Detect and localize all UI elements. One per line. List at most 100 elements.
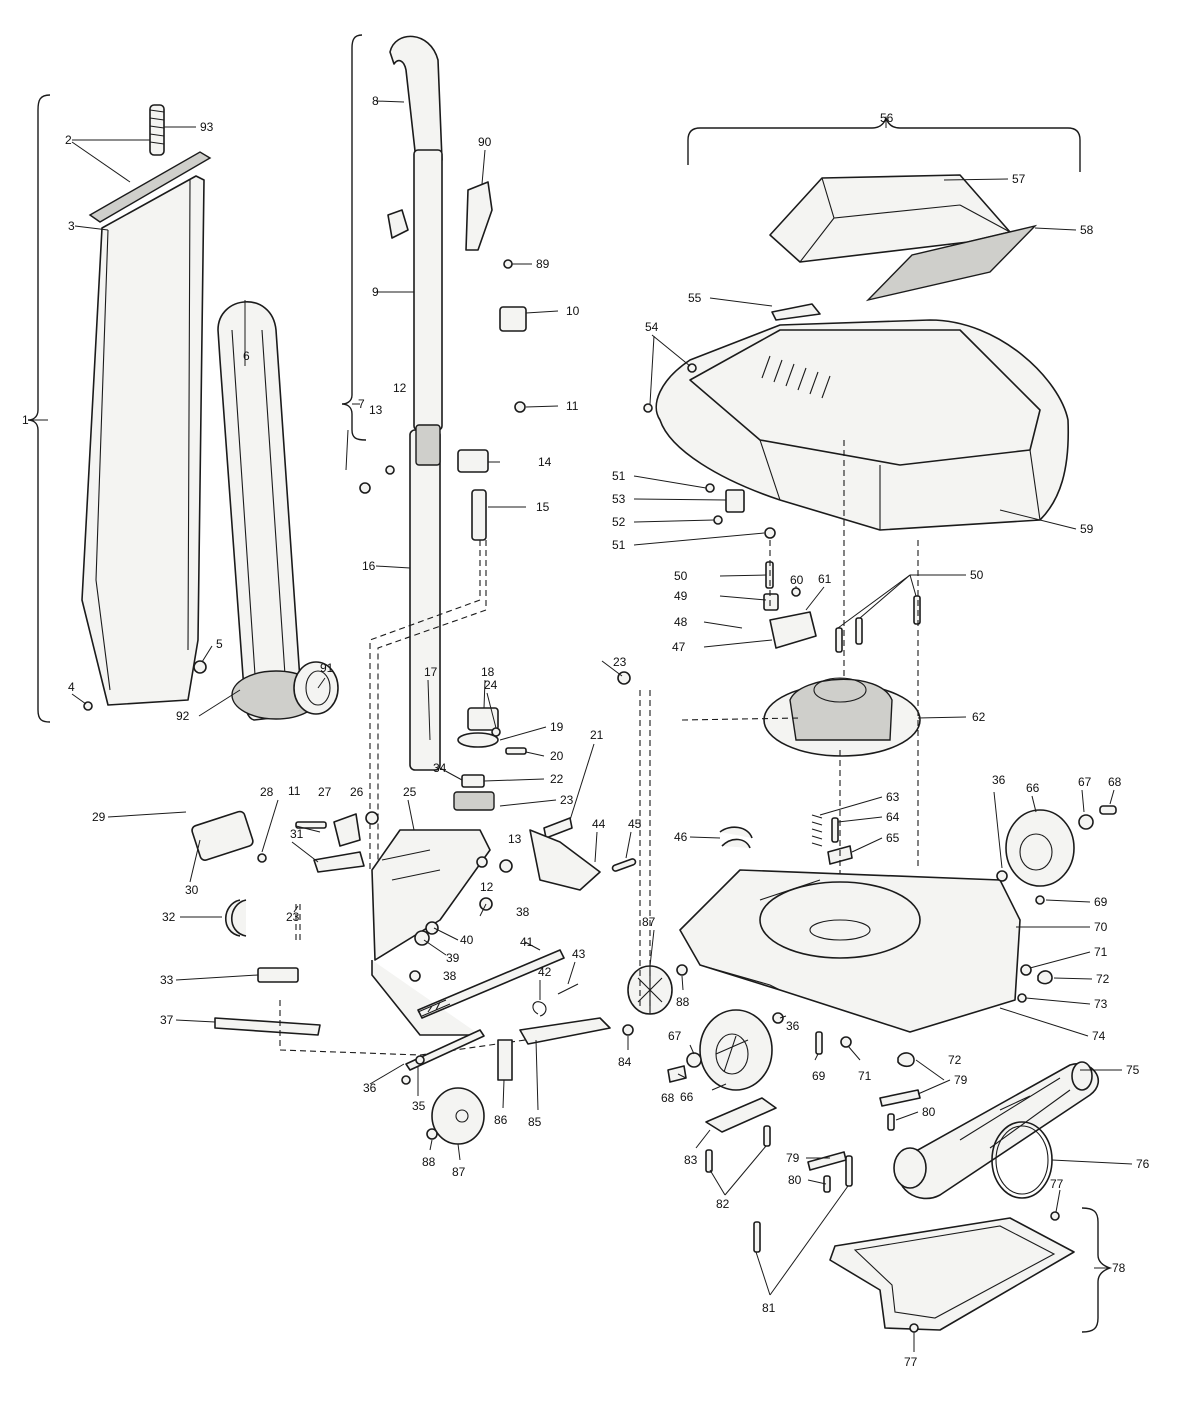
callout-1: 1: [22, 413, 29, 427]
callout-78: 78: [1112, 1261, 1126, 1275]
callout-80: 80: [922, 1105, 936, 1119]
callout-84: 84: [618, 1055, 632, 1069]
lockwasher-12: [385, 465, 395, 475]
callout-6: 6: [243, 349, 250, 363]
filter-58: [865, 224, 1038, 302]
washer-67a: [1078, 814, 1094, 830]
callout-59: 59: [1080, 522, 1094, 536]
clip-72a: [1037, 970, 1053, 985]
callout-71: 71: [1094, 945, 1108, 959]
clamp-46: [719, 826, 753, 849]
callout-69: 69: [1094, 895, 1108, 909]
agitator-group: [829, 1061, 1099, 1333]
screw-28: [257, 853, 267, 863]
callout-87: 87: [452, 1165, 466, 1179]
linkage-group: [401, 983, 921, 1253]
callout-49: 49: [674, 589, 688, 603]
brace-nozzle-assembly: [1081, 1207, 1113, 1333]
callout-48: 48: [674, 615, 688, 629]
hook-screw: [503, 259, 513, 269]
callout-14: 14: [538, 455, 552, 469]
callout-43: 43: [572, 947, 586, 961]
callout-16: 16: [362, 559, 376, 573]
callout-71: 71: [858, 1069, 872, 1083]
callout-75: 75: [1126, 1063, 1140, 1077]
callout-67: 67: [668, 1029, 682, 1043]
misc-group: [257, 671, 801, 1010]
link-86: [497, 1039, 513, 1081]
callout-39: 39: [446, 951, 460, 965]
callout-62: 62: [972, 710, 986, 724]
plate-83: [705, 1097, 777, 1133]
callout-67: 67: [1078, 775, 1092, 789]
callout-23: 23: [286, 910, 300, 924]
callout-65: 65: [886, 831, 900, 845]
cord-connector: [471, 489, 487, 541]
brace-bag-assembly: [27, 94, 51, 723]
callout-45: 45: [628, 817, 642, 831]
callout-33: 33: [160, 973, 174, 987]
cord-clip: [457, 449, 489, 473]
washer-67b: [686, 1052, 702, 1068]
handle-bail-group: [191, 707, 637, 1056]
callout-36: 36: [363, 1081, 377, 1095]
callout-19: 19: [550, 720, 564, 734]
washer-19: [457, 732, 499, 748]
callout-58: 58: [1080, 223, 1094, 237]
lever-79a: [879, 1089, 921, 1107]
washer-51b: [764, 527, 776, 539]
washer-12-lower: [476, 856, 488, 868]
callout-70: 70: [1094, 920, 1108, 934]
brush-end-cap-right: [1071, 1061, 1093, 1091]
callout-32: 32: [162, 910, 176, 924]
axle-68b: [667, 1065, 687, 1083]
callout-74: 74: [1092, 1029, 1106, 1043]
spring-43: [557, 983, 579, 995]
upper-handle: [389, 35, 443, 161]
callout-50: 50: [674, 569, 688, 583]
screw-13: [359, 482, 371, 494]
callout-55: 55: [688, 291, 702, 305]
callout-10: 10: [566, 304, 580, 318]
callout-72: 72: [1096, 972, 1110, 986]
wheel-66-rear: [1005, 809, 1075, 887]
callout-24: 24: [484, 678, 498, 692]
screw-51a: [705, 483, 715, 493]
washer-36b: [772, 1012, 784, 1024]
washer-36a: [996, 870, 1008, 882]
callout-52: 52: [612, 515, 626, 529]
handle-joint: [415, 424, 441, 466]
callout-50: 50: [970, 568, 984, 582]
screw-80a: [887, 1113, 895, 1131]
callout-83: 83: [684, 1153, 698, 1167]
washer-36c-a: [401, 1075, 411, 1085]
part-71b: [840, 1036, 852, 1048]
callout-7: 7: [358, 397, 365, 411]
callout-57: 57: [1012, 172, 1026, 186]
screw-69b: [815, 1031, 823, 1055]
brace-handle-assembly: [341, 34, 367, 441]
callout-54: 54: [645, 320, 659, 334]
brace-hood-assembly: [687, 115, 1081, 172]
hose-group: [217, 301, 339, 721]
screw-52: [713, 515, 723, 525]
switch-47: [769, 611, 817, 649]
callout-12: 12: [393, 381, 407, 395]
pawl-21: [543, 817, 573, 839]
callout-25: 25: [403, 785, 417, 799]
callout-72: 72: [948, 1053, 962, 1067]
callout-15: 15: [536, 500, 550, 514]
callout-85: 85: [528, 1115, 542, 1129]
callout-93: 93: [200, 120, 214, 134]
callout-11: 11: [288, 784, 301, 798]
nut-26: [365, 811, 379, 825]
pedal-37: [214, 1017, 321, 1036]
callout-20: 20: [550, 749, 564, 763]
screw-13-lower: [499, 859, 513, 873]
callout-88: 88: [422, 1155, 436, 1169]
callout-79: 79: [786, 1151, 800, 1165]
callout-4: 4: [68, 680, 75, 694]
callout-79: 79: [954, 1073, 968, 1087]
hose: [217, 301, 302, 721]
callout-30: 30: [185, 883, 199, 897]
